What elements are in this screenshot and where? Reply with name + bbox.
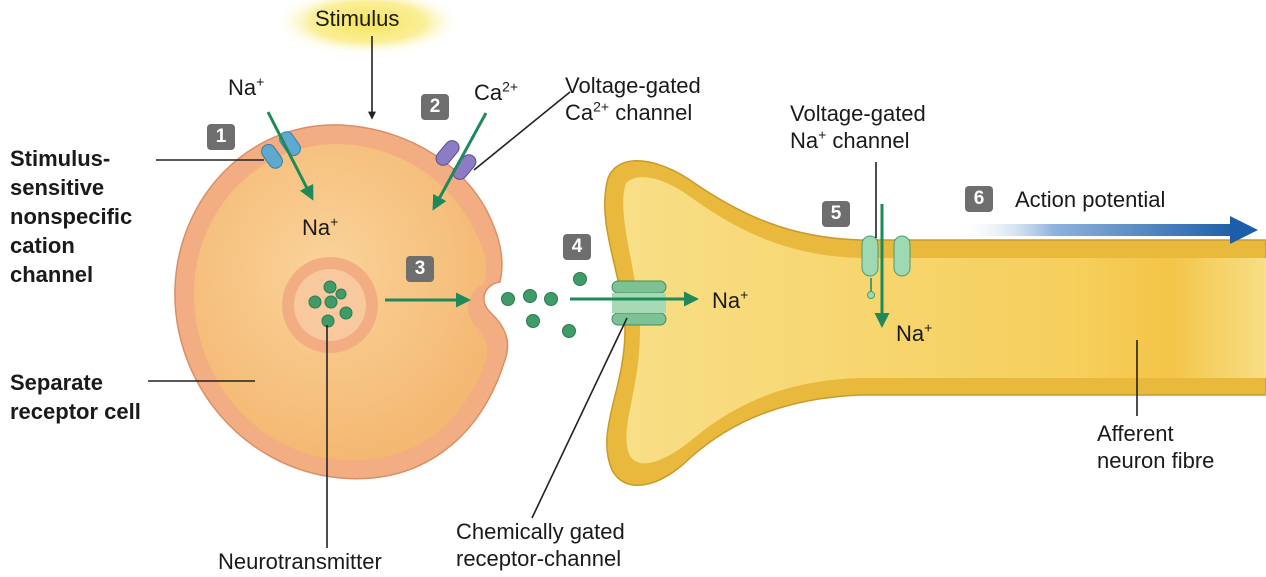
stim-channel-line-5: channel [10,262,94,287]
stim-channel-line-3: nonspecific [10,204,133,229]
na-outside-text: Na+ [228,73,265,100]
action-potential-arrow-head [1230,216,1258,244]
neurotransmitter-label: Neurotransmitter [218,549,382,574]
step-badge-6: 6 [965,186,993,212]
action-potential-arrow-shaft [955,224,1235,236]
afferent-line-1: Afferent [1097,421,1174,446]
leader-lines [148,36,1138,548]
na-inside-label: Na+ [302,214,338,241]
na-axon-text: Na+ [896,319,933,346]
ca-label: Ca2+ [474,79,518,106]
vg-na-line-2: Na+ channel [790,126,910,153]
chem-channel-label: Chemically gated receptor-channel [456,518,625,572]
step-badge-1: 1 [207,124,235,150]
vg-ca-line-1: Voltage-gated [565,73,701,98]
calcium-channel-icon [435,140,477,180]
na-post-text: Na+ [712,286,749,313]
step-badge-3: 3 [406,256,434,282]
step-badge-2: 2 [421,94,449,120]
stim-channel-line-4: cation [10,233,75,258]
cation-channel-icon [261,131,301,169]
vg-ca-line-2: Ca2+ channel [565,98,693,125]
stimulus-glow [273,0,463,56]
stim-channel-line-2: sensitive [10,175,105,200]
action-potential-label: Action potential [1015,187,1166,212]
afferent-neuron-body [623,177,1266,464]
vg-ca-channel-label: Voltage-gated Ca2+ channel [565,72,701,126]
receptor-cell-line-1: Separate [10,370,103,395]
na-outside-label: Na+ [228,74,264,101]
step-badge-5: 5 [822,201,850,227]
receptor-cell-label: Separate receptor cell [10,368,141,426]
chem-channel-line-2: receptor-channel [456,546,622,571]
stimulus-channel-label: Stimulus- sensitive nonspecific cation c… [10,144,132,289]
vg-na-line-1: Voltage-gated [790,101,926,126]
stimulus-label: Stimulus [315,6,400,31]
na-inside-text: Na+ [302,213,339,240]
ion-flow-arrows [266,111,890,328]
receptor-channel-icon [611,280,667,326]
vg-na-channel-label: Voltage-gated Na+ channel [790,100,926,154]
chem-channel-line-1: Chemically gated [456,519,625,544]
released-neurotransmitters [501,272,587,338]
afferent-line-2: neuron fibre [1097,448,1215,473]
na-axon-label: Na+ [896,320,932,347]
step-badge-4: 4 [563,234,591,260]
receptor-cell-line-2: receptor cell [10,399,141,424]
neurotransmitter-vesicles [308,280,353,328]
stim-channel-line-1: Stimulus- [10,146,111,171]
ca-text: Ca2+ [474,78,519,105]
sodium-channel-icon [861,235,911,299]
na-post-label: Na+ [712,287,748,314]
afferent-label: Afferent neuron fibre [1097,420,1214,474]
